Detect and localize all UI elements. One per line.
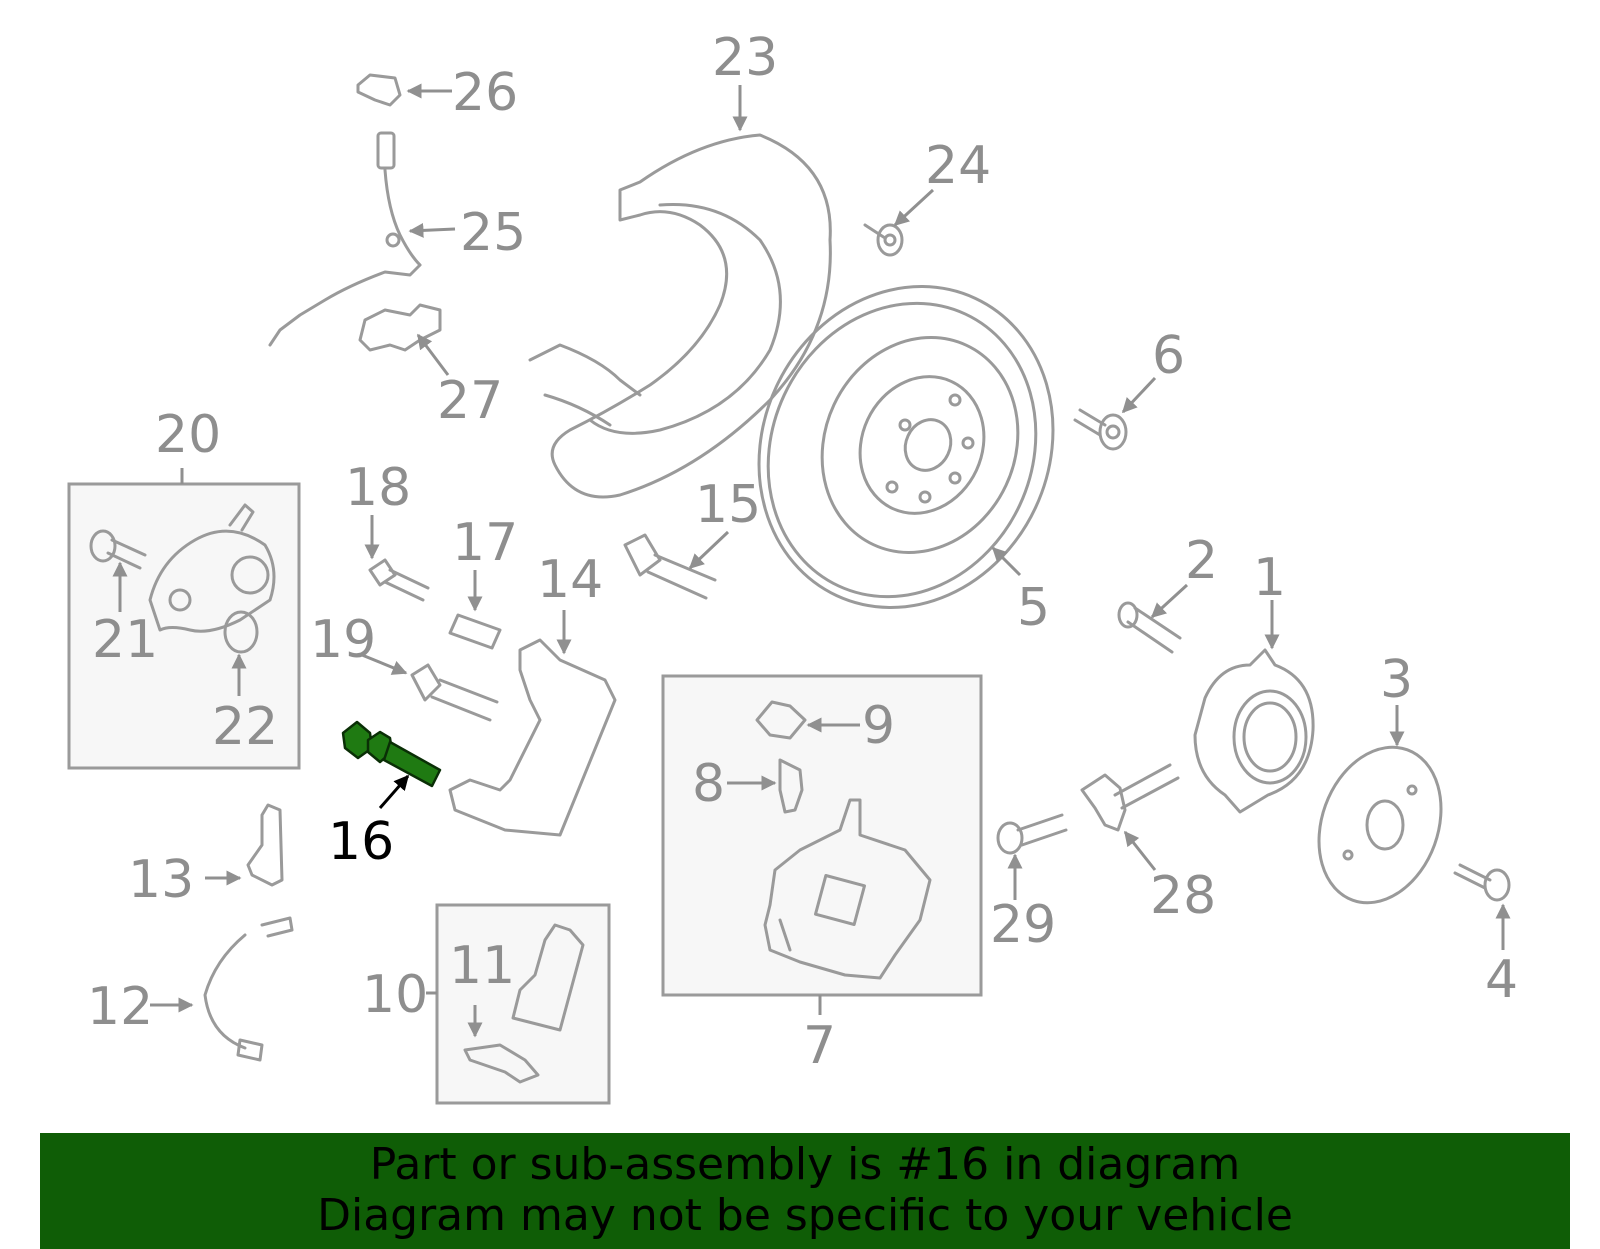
callout-21: 21 [92,610,158,670]
callout-23: 23 [712,28,778,88]
bleeder-cap[interactable] [755,700,807,740]
guide-sleeve[interactable] [448,613,502,650]
callout-28: 28 [1150,866,1216,926]
wire-bracket[interactable] [358,303,442,352]
rotor-bracket-bolt[interactable] [623,533,717,600]
callout-24: 24 [925,136,991,196]
brake-pads[interactable] [463,923,585,1084]
clip-bracket-top[interactable] [356,73,402,107]
callout-27: 27 [437,371,503,431]
callout-18: 18 [345,458,411,518]
wear-sensor-wire[interactable] [203,916,294,1062]
callout-17: 17 [452,513,518,573]
box-brake-pads-group [435,903,611,1105]
hose-bracket[interactable] [246,803,284,887]
callout-26: 26 [452,63,518,123]
callout-12: 12 [87,977,153,1037]
splash-shield[interactable] [528,133,832,499]
brake-caliper[interactable] [763,798,932,980]
callout-4: 4 [1485,950,1518,1010]
callout-20: 20 [155,405,221,465]
callout-14: 14 [537,550,603,610]
abs-wire-harness[interactable] [268,131,422,347]
callout-13: 13 [128,850,194,910]
callout-29: 29 [990,895,1056,955]
callout-3: 3 [1380,650,1413,710]
callout-10: 10 [362,965,428,1025]
wheel-hub-bearing[interactable] [1193,648,1315,814]
wheel-stud[interactable] [1073,408,1128,451]
wheel-hub-flange[interactable] [1298,730,1462,920]
motor-oring[interactable] [223,610,259,654]
callout-2: 2 [1185,531,1218,591]
callout-7: 7 [803,1016,836,1076]
guide-bolt-upper[interactable] [368,558,430,602]
banner-line-disclaimer: Diagram may not be specific to your vehi… [317,1190,1293,1241]
callout-11: 11 [449,936,515,996]
banner-line-part-number: Part or sub-assembly is #16 in diagram [369,1139,1241,1190]
caliper-motor[interactable] [148,503,276,633]
callout-8: 8 [692,754,725,814]
bleeder-valve[interactable] [778,758,804,814]
highlighted-guide-pin-bolt[interactable] [341,720,442,788]
brake-rotor[interactable] [707,238,1105,656]
callout-16: 16 [328,812,394,872]
hub-bolt[interactable] [1117,601,1182,654]
callout-25: 25 [460,203,526,263]
knuckle-bolt[interactable] [996,813,1068,855]
caliper-bracket[interactable] [448,638,617,837]
leader-lines [112,83,1511,1038]
callout-22: 22 [212,697,278,757]
hub-flange-bolt[interactable] [1453,863,1511,902]
knuckle-bracket[interactable] [1080,763,1180,832]
rotor-screw[interactable] [863,223,904,257]
callout-19: 19 [310,610,376,670]
motor-bolt[interactable] [89,529,147,570]
caliper-bracket-bolt[interactable] [410,663,499,722]
callout-6: 6 [1152,326,1185,386]
info-banner: Part or sub-assembly is #16 in diagram D… [40,1133,1570,1249]
callout-9: 9 [862,696,895,756]
callout-15: 15 [695,475,761,535]
callout-5: 5 [1017,578,1050,638]
box-caliper-group [661,674,983,997]
callout-1: 1 [1253,548,1286,608]
